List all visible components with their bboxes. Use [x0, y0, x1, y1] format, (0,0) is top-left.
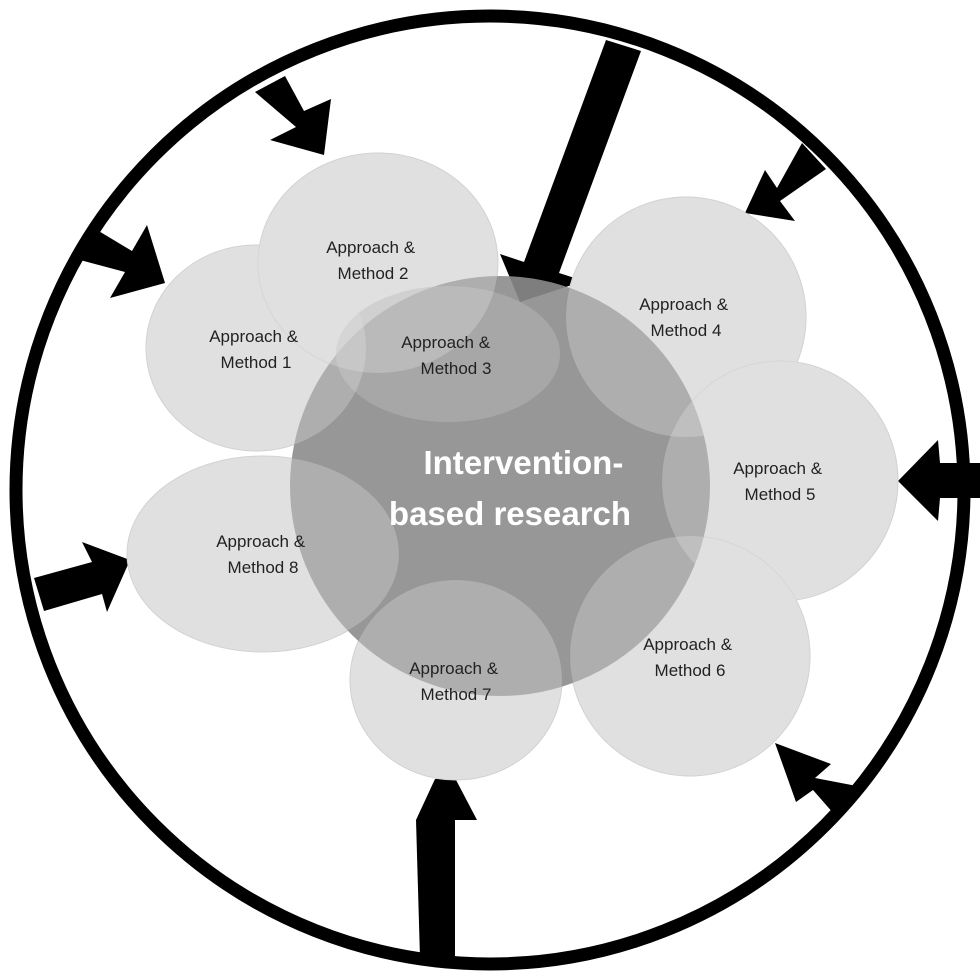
approach-1-line-1: Approach &: [209, 327, 298, 346]
approach-2-overlay: [258, 153, 498, 373]
approach-5-label: Approach & Method 5: [733, 459, 827, 504]
approach-7-line-1: Approach &: [409, 659, 498, 678]
arrow-bottom: [416, 778, 477, 958]
approach-1-overlay: [146, 245, 366, 451]
center-label: Intervention- based research: [389, 444, 633, 532]
bubble-overlay-group: [127, 153, 898, 780]
approach-1-label: Approach & Method 1: [209, 327, 303, 372]
approach-4-label: Approach & Method 4: [639, 295, 733, 340]
arrow-top-center: [500, 40, 641, 302]
approach-2-line-1: Approach &: [326, 238, 415, 257]
approach-3-line-1: Approach &: [401, 333, 490, 352]
approach-5-line-2: Method 5: [745, 485, 816, 504]
approach-5-overlay: [662, 361, 898, 601]
center-label-line-2: based research: [389, 495, 631, 532]
arrow-left-upper: [80, 225, 165, 298]
arrow-top-left: [255, 76, 331, 155]
center-label-line-1: Intervention-: [423, 444, 623, 481]
approach-2-label: Approach & Method 2: [326, 238, 420, 283]
approach-6-line-1: Approach &: [643, 635, 732, 654]
approach-2-line-2: Method 2: [338, 264, 409, 283]
approach-7-line-2: Method 7: [421, 685, 492, 704]
approach-4-line-2: Method 4: [651, 321, 722, 340]
arrow-top-right: [745, 143, 826, 221]
arrow-right: [898, 440, 980, 521]
approach-6-label: Approach & Method 6: [643, 635, 737, 680]
approach-3-label: Approach & Method 3: [401, 333, 495, 378]
approach-7-label: Approach & Method 7: [409, 659, 503, 704]
approach-4-overlay: [566, 197, 806, 437]
approach-6-line-2: Method 6: [655, 661, 726, 680]
approach-1-line-2: Method 1: [221, 353, 292, 372]
approach-3-overlay: [336, 286, 560, 422]
approach-8-line-1: Approach &: [216, 532, 305, 551]
approach-4-line-1: Approach &: [639, 295, 728, 314]
arrow-bottom-right: [775, 743, 862, 814]
approach-8-overlay: [127, 456, 399, 652]
approach-5-line-1: Approach &: [733, 459, 822, 478]
approach-3-line-2: Method 3: [421, 359, 492, 378]
approach-8-line-2: Method 8: [228, 558, 299, 577]
approach-6-overlay: [570, 536, 810, 776]
approach-7-overlay: [350, 580, 562, 780]
arrow-group: [34, 40, 980, 958]
arrow-left-lower: [34, 542, 130, 612]
approach-8-label: Approach & Method 8: [216, 532, 310, 577]
